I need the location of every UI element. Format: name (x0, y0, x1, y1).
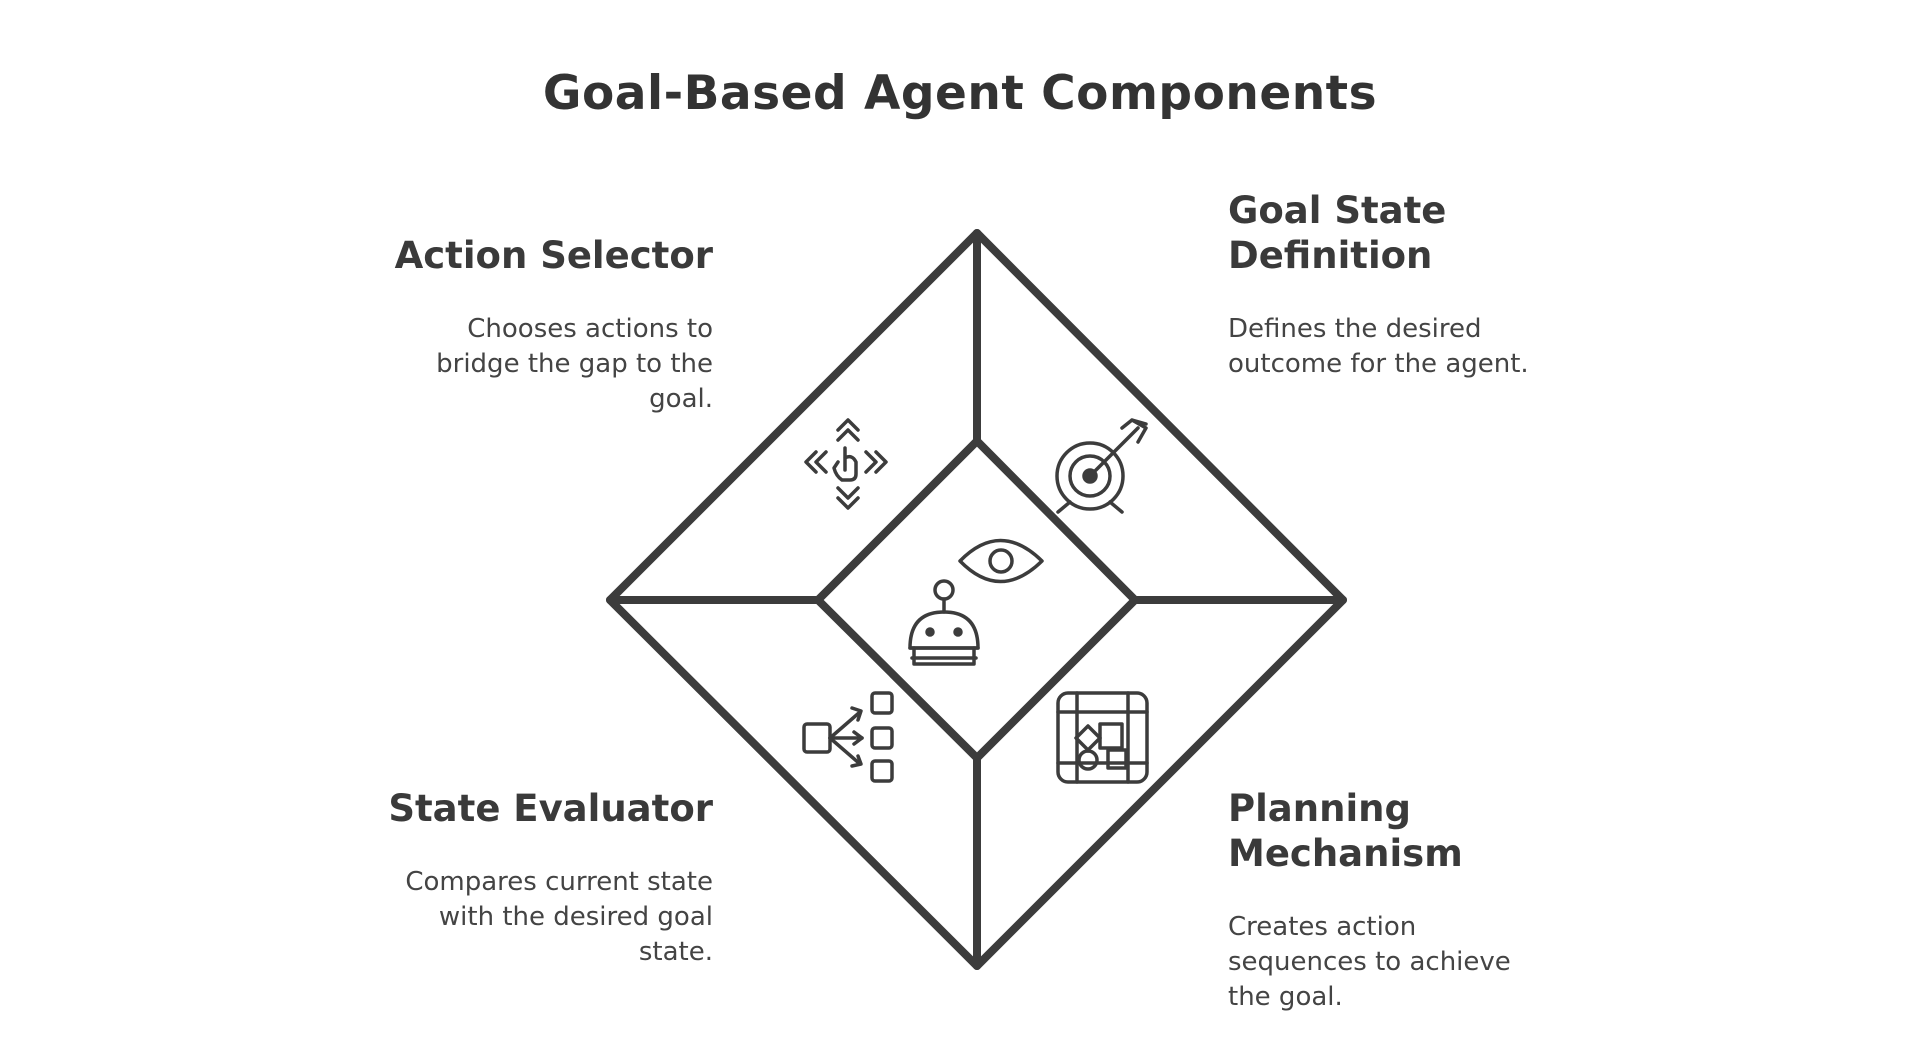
component-description: Compares current state with the desired … (405, 867, 713, 967)
component-goal-state-definition: Goal State Definition Defines the desire… (1228, 188, 1558, 382)
component-title: Action Selector (394, 234, 713, 277)
flowchart-branch-icon (802, 691, 894, 783)
component-description: Chooses actions to bridge the gap to the… (436, 314, 713, 414)
component-title: State Evaluator (388, 787, 713, 830)
component-title: Goal State Definition (1228, 189, 1447, 277)
target-arrow-icon (1055, 418, 1148, 514)
move-pointer-icon (804, 418, 888, 510)
process-map-icon (1056, 691, 1149, 784)
component-planning-mechanism: Planning Mechanism Creates action sequen… (1228, 786, 1558, 1015)
component-state-evaluator: State Evaluator Compares current state w… (383, 786, 713, 970)
component-action-selector: Action Selector Chooses actions to bridg… (383, 233, 713, 417)
component-title: Planning Mechanism (1228, 787, 1463, 875)
robot-icon (908, 579, 980, 666)
component-description: Creates action sequences to achieve the … (1228, 912, 1511, 1012)
component-description: Defines the desired outcome for the agen… (1228, 314, 1529, 379)
diagram-title: Goal-Based Agent Components (542, 66, 1378, 121)
eye-icon (958, 538, 1044, 584)
